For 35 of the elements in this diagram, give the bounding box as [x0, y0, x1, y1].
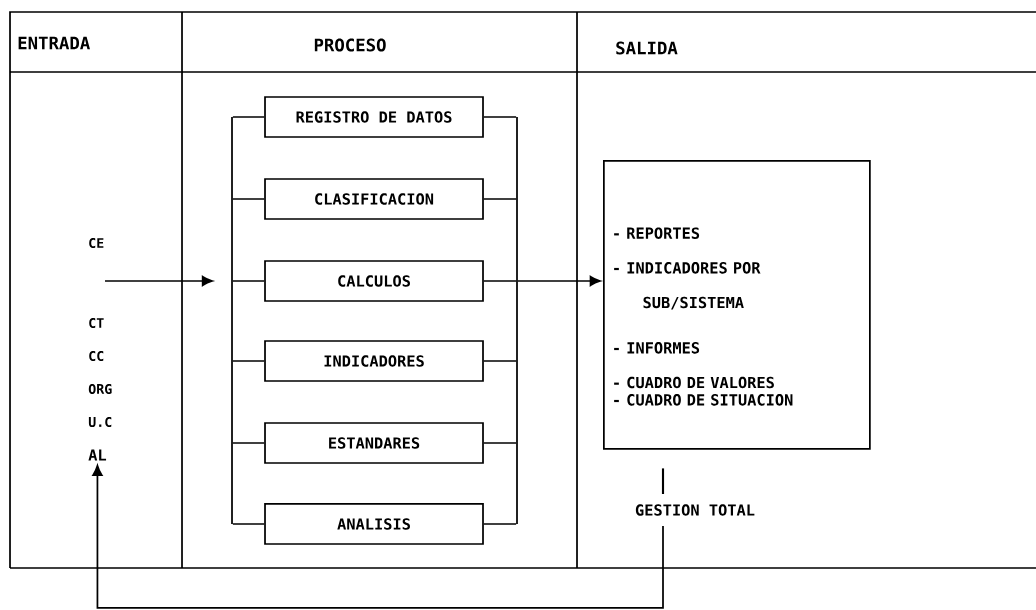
branch-line	[232, 198, 265, 200]
branch-line	[483, 116, 517, 118]
bracket-line	[231, 116, 233, 525]
connector-line	[661, 468, 665, 494]
process-box: ANALISIS	[264, 503, 484, 545]
column-header: ENTRADA	[18, 36, 90, 50]
column-header: SALIDA	[616, 41, 678, 55]
branch-line	[483, 198, 517, 200]
bracket-line	[516, 116, 518, 525]
input-code: AL	[88, 449, 107, 461]
branch-line	[232, 523, 265, 525]
branch-line	[483, 442, 517, 444]
input-code: U.C	[88, 416, 112, 428]
result-text: GESTION TOTAL	[635, 504, 755, 516]
branch-line	[232, 360, 265, 362]
process-box: INDICADORES	[264, 340, 484, 382]
output-box: - REPORTES - INDICADORES POR SUB/SISTEMA - INFORMES - CUADRO DE VALORES - CUADRO DE SITUACION	[603, 160, 871, 450]
input-code: CC	[89, 350, 104, 362]
input-code: CT	[89, 317, 104, 329]
input-arrow	[104, 275, 213, 287]
branch-line	[483, 280, 517, 282]
process-box: REGISTRO DE DATOS	[264, 96, 484, 138]
branch-line	[483, 360, 517, 362]
input-code: ORG	[88, 383, 112, 395]
output-arrow	[517, 275, 601, 287]
branch-line	[232, 442, 265, 444]
branch-line	[483, 523, 517, 525]
feedback-arrow	[92, 464, 664, 609]
process-box: ESTANDARES	[264, 422, 484, 464]
branch-line	[232, 116, 265, 118]
branch-line	[232, 280, 265, 282]
process-box: CALCULOS	[264, 260, 484, 302]
input-code: CE	[89, 237, 104, 249]
process-box: CLASIFICACION	[264, 178, 484, 220]
column-header: PROCESO	[314, 38, 386, 52]
